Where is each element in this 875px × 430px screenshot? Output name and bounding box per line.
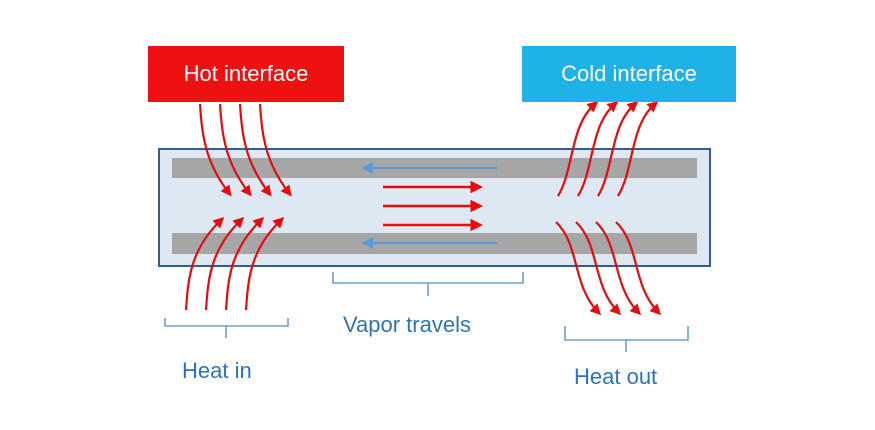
hot-interface-text: Hot interface [183,61,309,86]
heat-out-arrows-top [557,101,659,197]
vapor-travels-caption: Vapor travels [343,312,471,337]
hot-interface-label: Hot interface [148,46,344,102]
heat-in-arrows-top [198,103,292,197]
heat-out-caption: Heat out [574,364,658,389]
heat-out-bracket [564,326,689,352]
heat-in-caption: Heat in [182,358,252,383]
cold-interface-text: Cold interface [561,61,697,86]
heat-in-arrows-bottom [184,216,285,311]
cold-interface-label: Cold interface [522,46,736,102]
heat-out-arrows-bottom [555,221,662,316]
heat-in-bracket [164,318,289,338]
vapor-travels-bracket [332,272,524,296]
vapor-arrows [383,180,483,232]
